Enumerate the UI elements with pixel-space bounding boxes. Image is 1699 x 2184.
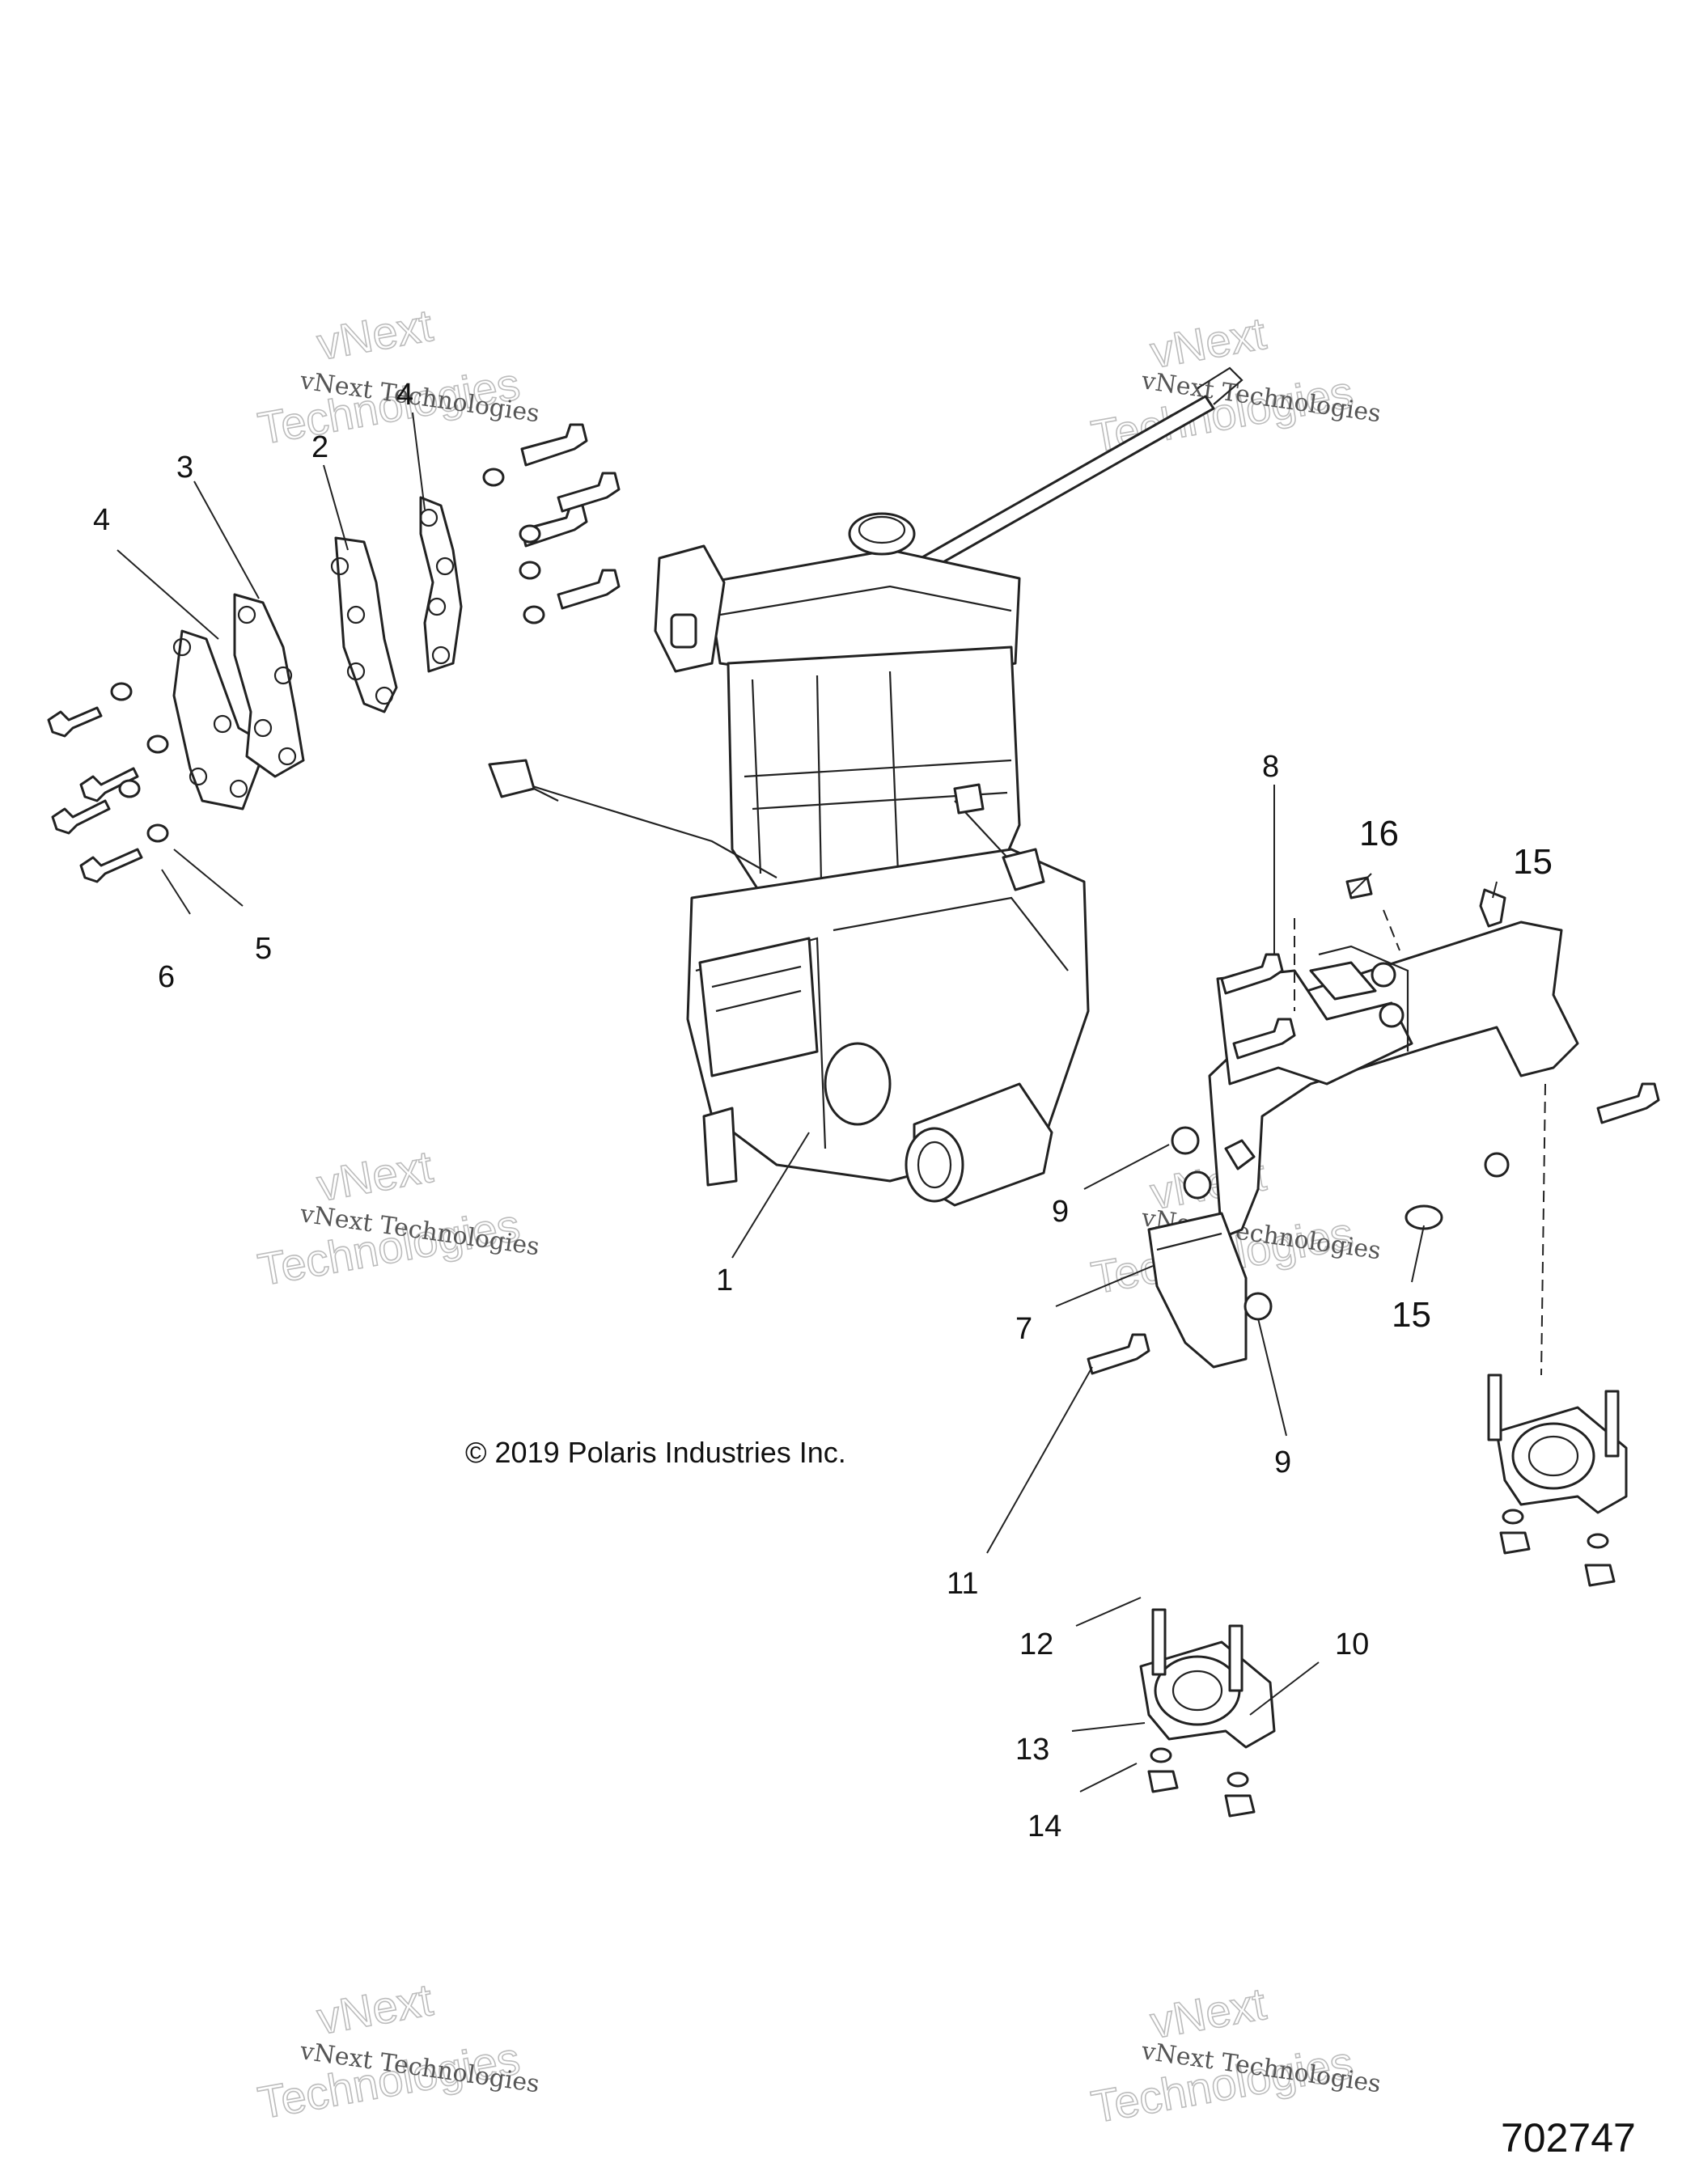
mount-plate-4-upper xyxy=(419,496,463,673)
callout-15-lower: 15 xyxy=(1392,1295,1431,1335)
callout-13: 13 xyxy=(1015,1733,1049,1767)
callout-6: 6 xyxy=(158,960,175,994)
callout-14: 14 xyxy=(1027,1809,1061,1843)
mount-bracket-7 xyxy=(1147,921,1579,1369)
watermark-text: vNext xyxy=(313,299,436,370)
callout-4-upper: 4 xyxy=(396,378,413,412)
leader-lines xyxy=(117,412,1498,1792)
engine-mount-right xyxy=(1487,1373,1628,1587)
watermark-bottom-left: vNext Technologies xyxy=(253,1973,523,2129)
callout-16: 16 xyxy=(1359,814,1399,853)
watermark-text: vNext xyxy=(1146,1978,1269,2048)
callout-9-upper: 9 xyxy=(1052,1195,1069,1229)
callout-15-upper: 15 xyxy=(1513,842,1553,882)
bolts-left xyxy=(47,682,169,883)
watermark-text: vNext xyxy=(1146,307,1269,378)
watermark-text: vNext xyxy=(313,1974,436,2044)
callout-8: 8 xyxy=(1262,750,1279,784)
watermark-top-left: vNext Technologies xyxy=(253,298,523,455)
copyright-notice: © 2019 Polaris Industries Inc. xyxy=(465,1436,846,1469)
hardware-right xyxy=(1087,876,1660,1375)
callout-12: 12 xyxy=(1019,1627,1053,1661)
diagram-reference-number: 702747 xyxy=(1501,2115,1636,2161)
callout-4-left: 4 xyxy=(93,503,110,537)
callout-10: 10 xyxy=(1335,1627,1369,1661)
callout-5: 5 xyxy=(255,932,272,966)
mount-plate-4-left xyxy=(172,629,269,811)
mount-plate-2 xyxy=(330,536,398,713)
engine-assembly xyxy=(488,366,1244,1207)
callout-2: 2 xyxy=(311,430,328,464)
callout-9-lower: 9 xyxy=(1274,1445,1291,1479)
callout-7: 7 xyxy=(1015,1312,1032,1346)
dash-lines xyxy=(1294,909,1546,1376)
mount-plate-3 xyxy=(233,593,305,778)
callout-1: 1 xyxy=(716,1263,733,1297)
watermark-text: vNext xyxy=(313,1141,436,1211)
callout-labels: 1 2 3 4 4 5 6 7 8 9 9 10 11 12 13 14 15 … xyxy=(93,378,1553,1843)
callout-11: 11 xyxy=(947,1567,978,1601)
callout-3: 3 xyxy=(176,451,193,485)
bolts-upper xyxy=(482,423,621,624)
engine-mount-10 xyxy=(1139,1608,1276,1818)
